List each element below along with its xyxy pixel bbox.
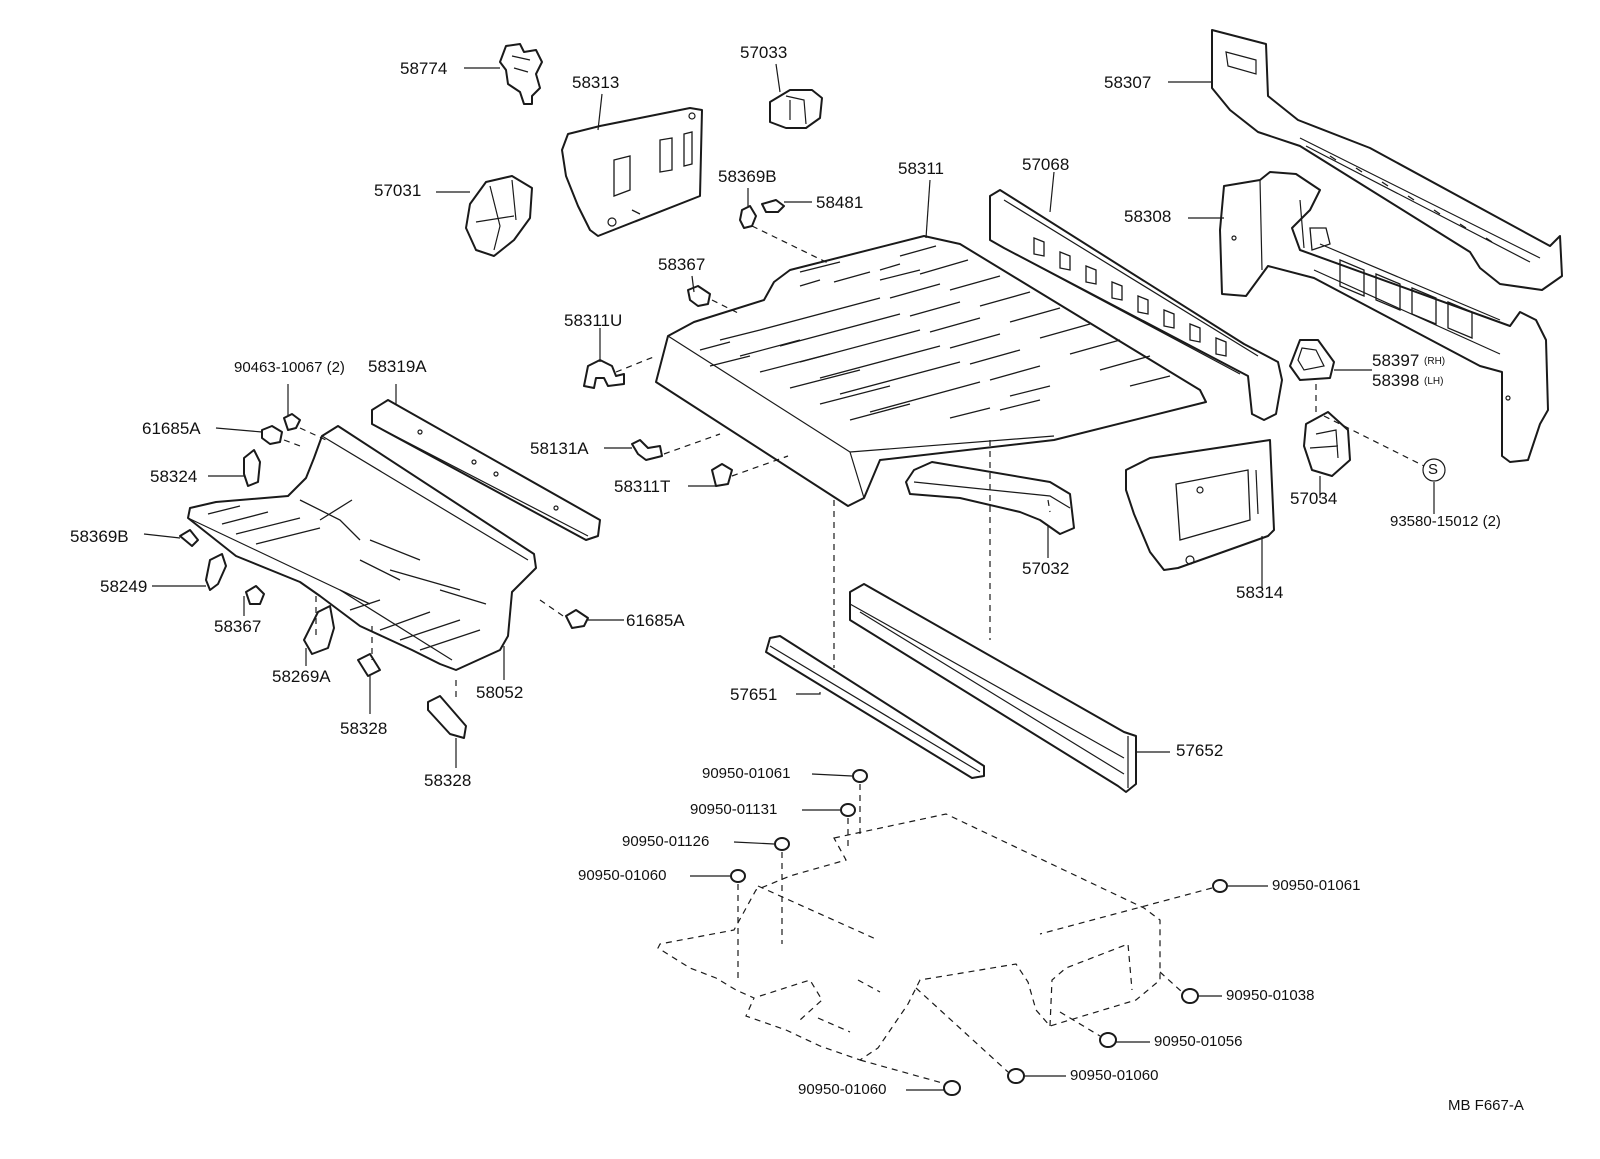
label-58774: 58774 xyxy=(400,59,448,78)
label-58397-number: 58397 xyxy=(1372,351,1420,370)
part-58324-shape xyxy=(243,449,261,487)
part-58311U-shape xyxy=(583,359,625,389)
part-58052-shape xyxy=(187,425,537,671)
label-58314: 58314 xyxy=(1236,583,1284,602)
label-58397-side: (RH) xyxy=(1424,356,1446,367)
part-58481-shape xyxy=(761,199,785,213)
diagram-code: MB F667-A xyxy=(1448,1097,1524,1114)
underbody-cover-shape xyxy=(657,813,1161,1061)
label-90950-01126: 90950-01126 xyxy=(622,833,710,850)
label-58324: 58324 xyxy=(150,467,198,486)
symbol-s: S xyxy=(1428,461,1439,478)
label-58369B-top: 58369B xyxy=(718,167,777,186)
part-58328-a-shape xyxy=(357,653,381,677)
label-90950-01038: 90950-01038 xyxy=(1226,987,1315,1004)
label-90950-01061-a: 90950-01061 xyxy=(702,765,791,782)
label-58311T: 58311T xyxy=(614,477,671,496)
label-57031: 57031 xyxy=(374,181,422,200)
label-58311: 58311 xyxy=(898,159,945,178)
label-57032: 57032 xyxy=(1022,559,1070,578)
label-61685A-left: 61685A xyxy=(142,419,201,438)
part-58269A-shape xyxy=(303,605,335,655)
part-58249-shape xyxy=(205,553,227,591)
part-61685A-left-shape xyxy=(261,425,283,445)
label-90950-01060-b: 90950-01060 xyxy=(1070,1067,1159,1084)
part-61685A-right-shape xyxy=(565,609,589,629)
label-58481: 58481 xyxy=(816,193,864,212)
label-58319A: 58319A xyxy=(368,357,427,376)
part-57034-shape xyxy=(1303,411,1351,477)
label-58367-top: 58367 xyxy=(658,255,706,274)
part-57652-shape xyxy=(849,583,1137,793)
label-58313: 58313 xyxy=(572,73,620,92)
part-58307-shape xyxy=(1211,29,1563,291)
part-58313-shape xyxy=(561,107,703,237)
label-58307: 58307 xyxy=(1104,73,1152,92)
label-58328-a: 58328 xyxy=(340,719,388,738)
label-58398-number: 58398 xyxy=(1372,371,1420,390)
assembly-lines xyxy=(283,225,1425,1085)
part-57651-shape xyxy=(765,635,985,779)
label-58131A: 58131A xyxy=(530,439,589,458)
part-57068-shape xyxy=(989,189,1283,421)
label-57652: 57652 xyxy=(1176,741,1224,760)
label-58369B-left: 58369B xyxy=(70,527,129,546)
part-58369B-top-shape xyxy=(739,205,757,229)
part-58367-top-shape xyxy=(687,285,711,307)
label-90463-10067: 90463-10067 (2) xyxy=(234,359,345,376)
grommets xyxy=(730,769,1228,1096)
label-90950-01060-a: 90950-01060 xyxy=(578,867,667,884)
label-93580-15012: 93580-15012 (2) xyxy=(1390,513,1501,530)
label-58367-left: 58367 xyxy=(214,617,262,636)
part-58311-shape xyxy=(655,235,1207,507)
label-57651: 57651 xyxy=(730,685,778,704)
label-90950-01061-b: 90950-01061 xyxy=(1272,877,1361,894)
part-58397-shape xyxy=(1289,339,1335,381)
part-58319A-shape xyxy=(371,399,601,541)
label-57034: 57034 xyxy=(1290,489,1338,508)
label-58308: 58308 xyxy=(1124,207,1172,226)
part-57033-shape xyxy=(769,89,823,129)
part-58367-left-shape xyxy=(245,585,265,605)
part-57031-shape xyxy=(465,175,533,257)
label-58398: 58398 (LH) xyxy=(1372,372,1443,389)
label-58249: 58249 xyxy=(100,577,148,596)
label-57068: 57068 xyxy=(1022,155,1070,174)
label-58397: 58397 (RH) xyxy=(1372,352,1445,369)
part-58314-shape xyxy=(1125,439,1275,571)
label-58269A: 58269A xyxy=(272,667,331,686)
label-57033: 57033 xyxy=(740,43,788,62)
leader-lines xyxy=(143,63,1435,1091)
symbol-s-shape xyxy=(1422,458,1446,482)
label-58311U: 58311U xyxy=(564,311,623,330)
label-90950-01056: 90950-01056 xyxy=(1154,1033,1243,1050)
part-58774-shape xyxy=(499,43,543,105)
part-58328-b-shape xyxy=(427,695,467,739)
label-61685A-right: 61685A xyxy=(626,611,685,630)
part-58369B-left-shape xyxy=(179,529,199,547)
label-90950-01131: 90950-01131 xyxy=(690,801,778,818)
label-58328-b: 58328 xyxy=(424,771,472,790)
part-90463-shape xyxy=(283,413,301,431)
label-58398-side: (LH) xyxy=(1424,376,1444,387)
part-58308-shape xyxy=(1219,171,1549,463)
label-58052: 58052 xyxy=(476,683,524,702)
label-90950-01060-c: 90950-01060 xyxy=(798,1081,887,1098)
part-58311T-shape xyxy=(711,463,733,487)
part-58131A-shape xyxy=(631,439,663,461)
